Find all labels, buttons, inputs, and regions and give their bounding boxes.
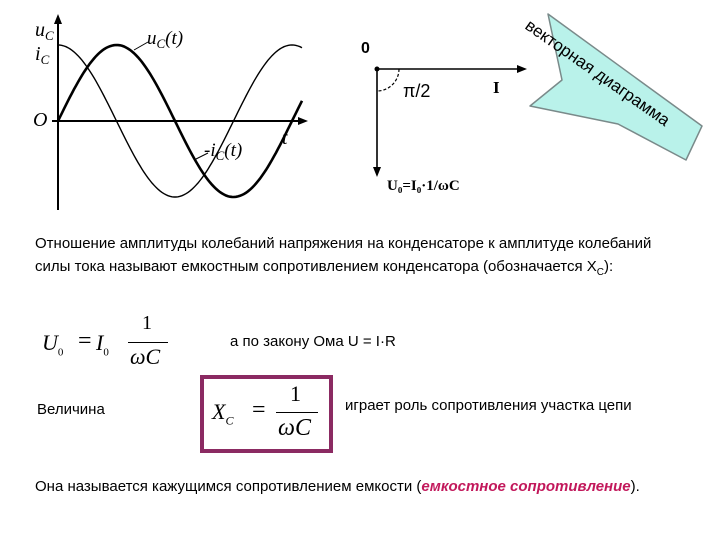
vector-zero-label: 0 [361, 40, 370, 57]
current-leader-line [193, 152, 209, 161]
final-text: Она называется кажущимся сопротивлением … [35, 478, 422, 495]
formula2-fraction-bar [276, 412, 318, 413]
waveform-graph: uC iC O t uC(t) -iC(t) [30, 10, 310, 210]
graph-y-arrow [54, 14, 62, 24]
magnitude-label: Величина [37, 401, 105, 418]
voltage-vector-arrow [373, 167, 381, 177]
graph-x-label: t [282, 127, 288, 149]
graph-y-label-i: iC [35, 43, 50, 67]
graph-origin-label: O [33, 109, 47, 131]
formula2-equals: = [252, 397, 266, 423]
definition-subscript: C [596, 267, 604, 278]
formula1-fraction-bar [128, 342, 168, 343]
graph-y-label-u: uC [35, 19, 54, 43]
formula1-denominator: ωC [130, 344, 161, 369]
formula2-numerator: 1 [290, 381, 301, 406]
ohm-law-text: а по закону Ома U = I·R [230, 333, 396, 350]
callout-balloon: векторная диаграмма [470, 0, 715, 175]
formula1-rhs: I0 [96, 330, 109, 359]
final-end: ). [630, 478, 640, 495]
formula1-equals: = [78, 328, 92, 354]
voltage-curve [56, 43, 304, 199]
role-text: играет роль сопротивления участка цепи [345, 397, 632, 414]
final-emphasis: емкостное сопротивление [421, 478, 631, 495]
voltage-leader-line [133, 41, 149, 51]
current-vector-arrow [517, 65, 527, 73]
vector-diagram: 0 π/2 I U₀=I₀·1/ωC [355, 35, 530, 200]
formula-amplitude: U0 = I0 1 ωC [42, 312, 182, 374]
formula-reactance-box: XC = 1 ωC [200, 375, 333, 453]
definition-paragraph: Отношение амплитуды колебаний напряжения… [35, 232, 685, 284]
angle-arc [376, 68, 400, 92]
current-vector-label: I [493, 78, 500, 97]
vector-diagram-svg: 0 π/2 I U₀=I₀·1/ωC [361, 40, 527, 194]
formula2-lhs: XC [212, 399, 234, 428]
definition-text: Отношение амплитуды колебаний напряжения… [35, 235, 652, 275]
final-paragraph: Она называется кажущимся сопротивлением … [35, 475, 675, 498]
formula1-numerator: 1 [142, 312, 152, 334]
voltage-vector-label: U₀=I₀·1/ωC [387, 178, 460, 194]
formula2-denominator: ωC [278, 415, 311, 441]
current-curve [57, 44, 303, 198]
callout-shape [529, 13, 703, 161]
graph-x-arrow [298, 117, 308, 125]
current-curve-label: -iC(t) [204, 140, 242, 163]
waveform-plot: uC iC O t uC(t) -iC(t) [33, 14, 308, 210]
angle-label: π/2 [403, 81, 430, 101]
voltage-curve-label: uC(t) [147, 28, 183, 51]
formula1-lhs: U0 [42, 330, 64, 359]
definition-end: ): [603, 258, 614, 275]
